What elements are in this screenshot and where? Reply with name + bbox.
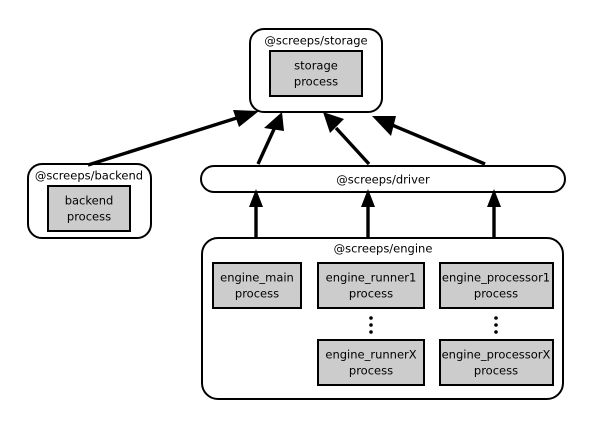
process-engine-main-label-line2: process bbox=[235, 287, 279, 301]
arrow-engine-to-driver-left bbox=[249, 189, 263, 238]
package-engine: @screeps/engine engine_main process engi… bbox=[201, 237, 564, 400]
process-engine-processorx: engine_processorX process bbox=[439, 339, 554, 386]
arrow-driver-to-storage-middle-line bbox=[334, 126, 371, 166]
process-storage-label-line2: process bbox=[294, 75, 338, 89]
arrow-engine-to-driver-middle bbox=[361, 189, 375, 238]
package-backend: @screeps/backend backend process bbox=[27, 163, 152, 239]
process-backend-label-line2: process bbox=[67, 210, 111, 224]
process-engine-processorx-box bbox=[439, 339, 554, 386]
arrow-driver-to-storage-right bbox=[372, 116, 486, 166]
process-engine-processor1-label-line1: engine_processor1 bbox=[442, 271, 550, 285]
package-driver: @screeps/driver bbox=[200, 165, 566, 193]
process-backend-label-line1: backend bbox=[65, 194, 114, 208]
process-storage-label-line1: storage bbox=[294, 59, 338, 73]
package-storage-label: @screeps/storage bbox=[264, 34, 367, 48]
vertical-ellipsis-runner-icon bbox=[369, 316, 373, 334]
arrow-backend-to-storage-line bbox=[87, 114, 244, 167]
process-engine-processor1-box bbox=[439, 262, 554, 309]
package-storage: @screeps/storage storage process bbox=[249, 28, 383, 113]
arrow-engine-to-driver-right-head bbox=[487, 189, 501, 207]
process-storage-box bbox=[269, 50, 363, 97]
arrow-engine-to-driver-right bbox=[487, 189, 501, 238]
package-backend-label: @screeps/backend bbox=[35, 169, 143, 183]
arrow-driver-to-storage-middle-head bbox=[323, 112, 344, 133]
process-engine-main-box bbox=[212, 262, 302, 309]
process-engine-processorx-label-line1: engine_processorX bbox=[442, 348, 551, 362]
arrow-driver-to-storage-left-line bbox=[256, 126, 277, 165]
process-engine-runner1-label-line1: engine_runner1 bbox=[326, 271, 417, 285]
process-engine-runnerx-box bbox=[317, 339, 425, 386]
process-engine-processor1: engine_processor1 process bbox=[439, 262, 554, 309]
process-engine-runner1: engine_runner1 process bbox=[317, 262, 425, 309]
package-driver-label: @screeps/driver bbox=[336, 173, 430, 187]
process-backend-box bbox=[47, 185, 131, 232]
arrow-engine-to-driver-left-head bbox=[249, 189, 263, 207]
process-engine-runnerx-label-line1: engine_runnerX bbox=[325, 348, 416, 362]
arrow-engine-to-driver-middle-head bbox=[361, 189, 375, 207]
arrow-driver-to-storage-left-head bbox=[264, 112, 284, 131]
process-engine-main-label-line1: engine_main bbox=[220, 271, 294, 285]
process-engine-runner1-label-line2: process bbox=[349, 287, 393, 301]
process-engine-runnerx-label-line2: process bbox=[349, 364, 393, 378]
package-driver-box bbox=[200, 165, 566, 193]
arrow-driver-to-storage-right-head bbox=[372, 116, 396, 136]
arrow-driver-to-storage-middle bbox=[323, 112, 371, 166]
process-engine-processor1-label-line2: process bbox=[474, 287, 518, 301]
arrow-backend-to-storage-head bbox=[233, 110, 259, 127]
arrow-driver-to-storage-right-line bbox=[391, 123, 486, 166]
process-engine-main: engine_main process bbox=[212, 262, 302, 309]
arrow-driver-to-storage-left bbox=[256, 112, 284, 165]
process-engine-processorx-label-line2: process bbox=[474, 364, 518, 378]
process-engine-runnerx: engine_runnerX process bbox=[317, 339, 425, 386]
vertical-ellipsis-processor-icon bbox=[494, 316, 498, 334]
arrow-backend-to-storage bbox=[87, 110, 259, 167]
package-engine-label: @screeps/engine bbox=[334, 242, 433, 256]
process-engine-runner1-box bbox=[317, 262, 425, 309]
